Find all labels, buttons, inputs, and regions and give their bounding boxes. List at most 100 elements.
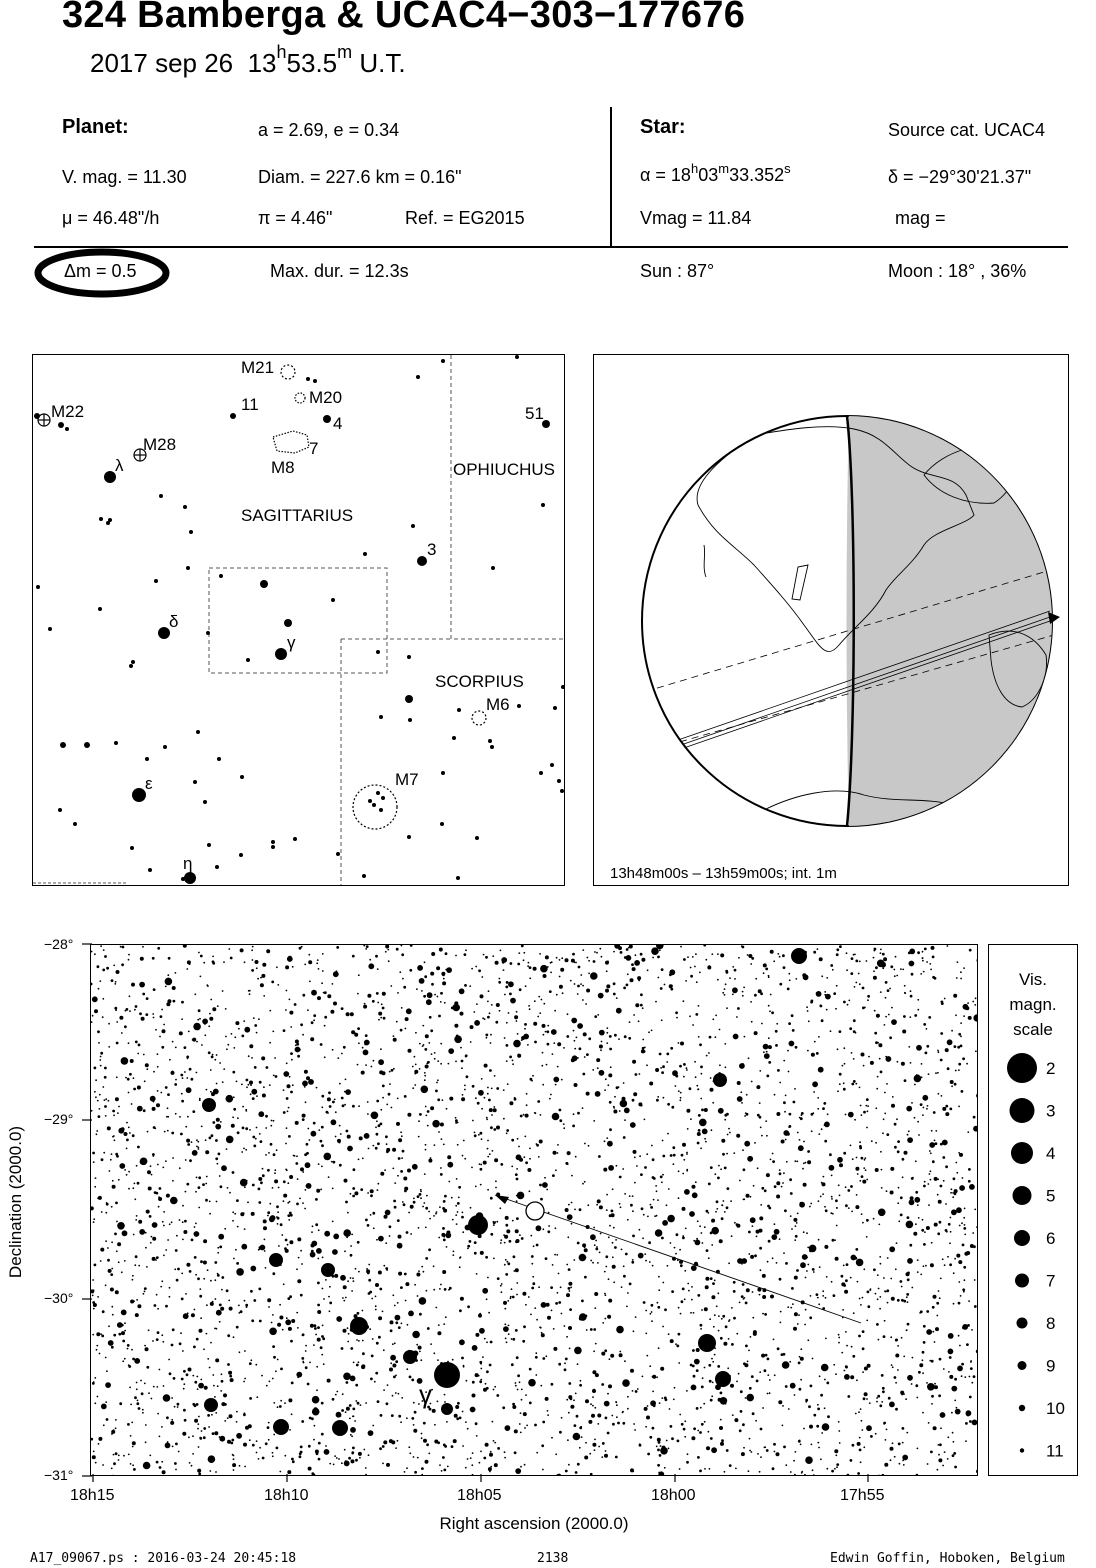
field-star [822,1107,825,1110]
sky-map-star [362,874,366,878]
field-star [634,960,640,966]
field-star [407,1168,411,1173]
field-star [289,1429,291,1431]
field-star [522,1339,526,1343]
field-star [734,1221,736,1224]
field-star [634,1181,636,1184]
field-star [951,1454,955,1457]
field-star [624,1360,626,1363]
field-star [375,992,379,995]
field-star [691,1184,696,1189]
field-star [121,963,124,967]
field-star [100,1247,105,1252]
field-star [537,1015,540,1018]
field-star [572,952,575,956]
field-star [490,1465,493,1468]
field-star [400,1135,403,1138]
field-star [852,1354,856,1358]
field-star [405,1282,410,1287]
field-star [597,1262,599,1264]
field-star [919,1363,924,1368]
field-star [345,1012,350,1017]
field-star [137,1304,142,1309]
field-star [215,1139,218,1142]
field-star [387,1092,391,1096]
field-star [767,1204,770,1208]
field-star [493,1075,496,1077]
field-star [323,1152,332,1161]
field-star [163,1023,165,1026]
field-star [767,974,770,977]
field-star [147,1186,152,1191]
field-star [320,1432,324,1436]
field-star [480,1138,483,1141]
field-star [132,1077,135,1080]
field-star [693,1427,696,1431]
field-star [226,1187,229,1189]
field-star [404,1017,409,1022]
field-star [942,1156,946,1159]
field-star [247,1083,250,1086]
field-star [221,1276,225,1279]
field-star [502,969,505,971]
field-star [197,1140,200,1143]
field-star [782,1352,786,1356]
field-star [147,1329,150,1332]
field-star [92,1161,95,1163]
field-star [316,962,319,965]
field-star [963,967,965,969]
field-star [152,1013,155,1015]
field-star [347,1211,349,1214]
field-star [308,953,311,956]
field-star [388,1225,392,1229]
field-star [573,1039,576,1042]
field-star [155,1028,157,1031]
field-star [229,956,233,960]
field-star [326,1097,331,1102]
field-star [875,1141,877,1144]
field-star [879,1307,881,1310]
field-star [409,968,413,972]
field-star [896,1298,900,1302]
field-star [679,1099,682,1102]
field-star [392,1363,397,1368]
field-star [699,1323,703,1327]
field-star [411,1065,414,1068]
field-star [863,1446,866,1449]
field-star [463,953,467,956]
field-star [436,995,439,998]
field-star [557,1144,559,1146]
sky-map-star [550,763,554,767]
field-star [446,967,452,973]
field-star [372,1144,375,1147]
field-star [511,1138,515,1142]
field-star [396,1097,399,1100]
field-star [309,1323,314,1328]
field-star [316,1188,321,1193]
field-star [205,1332,208,1335]
field-star [844,1186,847,1189]
field-star [655,1214,658,1217]
field-star [711,1226,719,1235]
field-star [793,1312,798,1317]
field-star [844,1113,847,1116]
field-star [754,993,757,997]
field-star [796,1131,799,1134]
field-star [403,1272,407,1276]
field-star [230,1441,234,1445]
field-star [439,1288,441,1290]
field-star [401,1201,404,1203]
field-star [144,1063,149,1068]
field-star [615,1401,617,1403]
field-star [752,1316,755,1319]
field-star [375,1371,379,1375]
field-star [185,1373,189,1377]
field-star [847,1207,850,1209]
field-star [112,1453,115,1456]
field-star [268,1216,275,1223]
field-star [486,1118,488,1121]
field-star [885,1190,888,1193]
sky-map-star [217,757,221,761]
field-star [461,1154,464,1157]
field-star [494,1441,497,1444]
